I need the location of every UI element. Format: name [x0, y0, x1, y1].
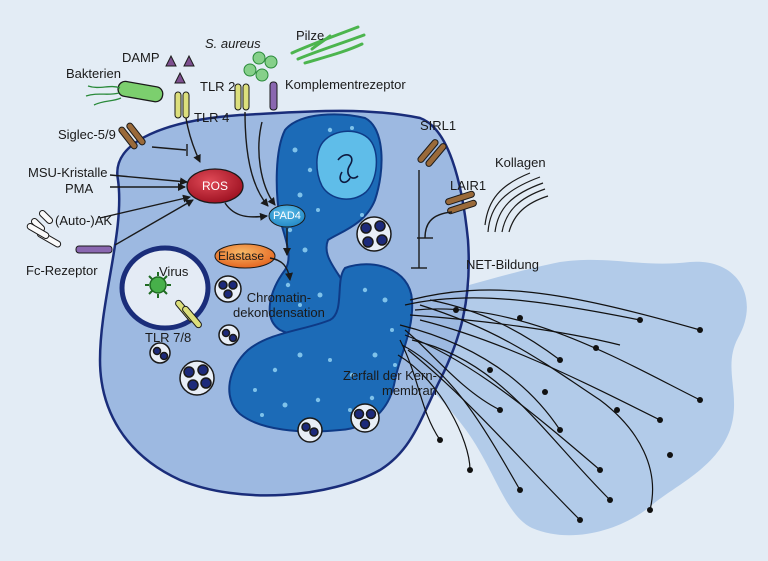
- label-net-bildung: NET-Bildung: [466, 257, 539, 272]
- label-tlr78: TLR 7/8: [145, 330, 192, 345]
- label-s-aureus: S. aureus: [205, 36, 261, 51]
- label-pma: PMA: [65, 181, 94, 196]
- elastase-ellipse: [214, 243, 276, 269]
- label-zerfall-line1: Zerfall der Kern-: [343, 368, 437, 383]
- label-elastase: Elastase: [218, 249, 265, 263]
- label-zerfall-line2: membran: [382, 383, 437, 398]
- label-msu: MSU-Kristalle: [28, 165, 108, 180]
- label-lair1: LAIR1: [450, 178, 487, 193]
- antibody: [26, 209, 62, 248]
- fc-rezeptor: [75, 245, 113, 254]
- pad4-ellipse: [268, 204, 306, 228]
- collagen-fibers: [484, 172, 549, 233]
- label-zerfall: Zerfall der Kern- membran: [343, 368, 437, 398]
- label-chromatin-line1: Chromatin-: [246, 290, 312, 305]
- label-chromatin-line2: dekondensation: [233, 305, 325, 320]
- s-aureus-cocci: [243, 51, 278, 82]
- label-ros: ROS: [202, 179, 229, 193]
- label-tlr4: TLR 4: [194, 110, 230, 125]
- label-virus: Virus: [159, 264, 189, 279]
- damp-triangles: [165, 54, 195, 84]
- tlr2-receptor: [234, 83, 250, 111]
- lair1-receptor: [445, 190, 477, 215]
- label-sirl1: SIRL1: [420, 118, 457, 133]
- net-fibers: [397, 289, 701, 521]
- label-kollagen: Kollagen: [495, 155, 546, 170]
- nucleus-lower: [228, 263, 414, 433]
- nucleolus: [316, 130, 378, 200]
- nucleus-dots: [253, 126, 397, 417]
- label-damp: DAMP: [122, 50, 160, 65]
- granules: [149, 216, 392, 443]
- komplementrezeptor: [269, 81, 278, 111]
- fungi-hyphae: [290, 25, 366, 65]
- label-tlr2: TLR 2: [200, 79, 236, 94]
- virus-particle: [145, 272, 171, 298]
- ros-ellipse: [186, 168, 244, 204]
- tlr78-receptor: [175, 299, 202, 329]
- bacterium: [85, 80, 164, 106]
- label-auto-ak: (Auto-)AK: [55, 213, 113, 228]
- tlr4-receptor: [174, 91, 190, 119]
- label-siglec: Siglec-5/9: [58, 127, 116, 142]
- label-pilze: Pilze: [296, 28, 325, 43]
- net-cloud: [398, 259, 747, 536]
- label-komplementrezeptor: Komplementrezeptor: [285, 77, 406, 92]
- label-chromatin: Chromatin- dekondensation: [233, 290, 325, 320]
- signal-arrows: [99, 111, 453, 281]
- net-granules: [437, 307, 703, 523]
- label-fc-rezeptor: Fc-Rezeptor: [26, 263, 98, 278]
- sirl1-receptor: [417, 139, 447, 167]
- siglec-receptor: [118, 122, 146, 150]
- label-pad4: PAD4: [273, 210, 301, 222]
- label-bakterien: Bakterien: [66, 66, 121, 81]
